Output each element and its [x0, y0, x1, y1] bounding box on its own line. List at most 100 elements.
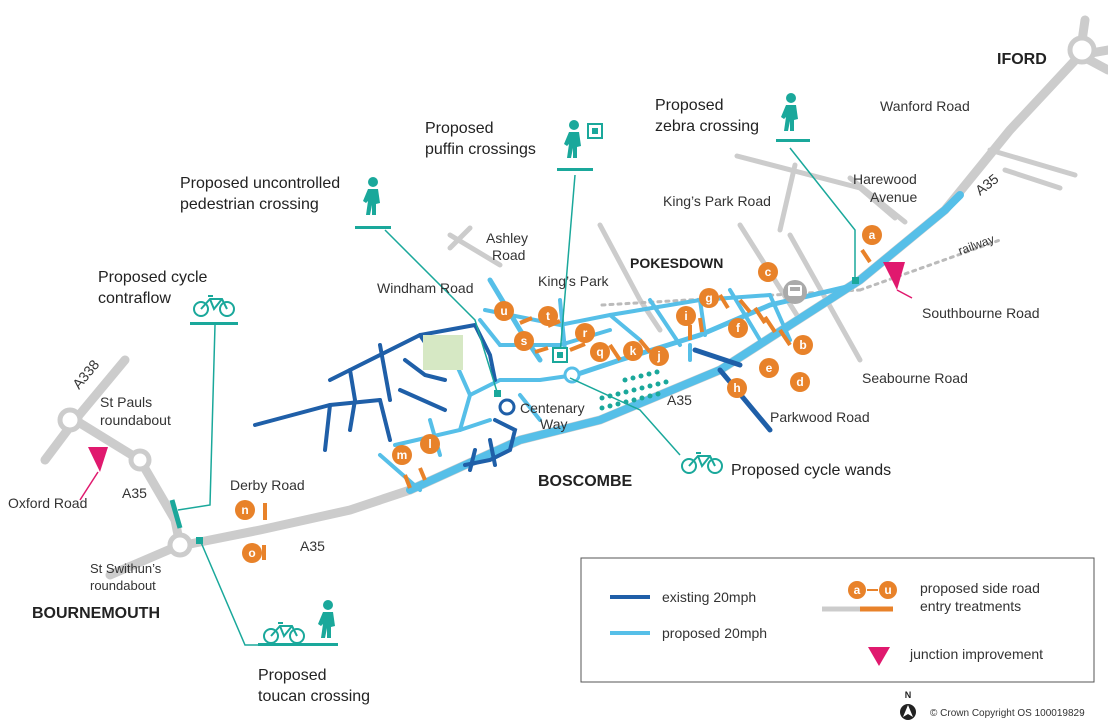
- road-label-centenary-2: Way: [540, 416, 567, 432]
- road-label-derby: Derby Road: [230, 477, 305, 493]
- junction-pointer: [79, 471, 99, 501]
- road-label-st-swithuns-2: roundabout: [90, 578, 156, 593]
- junction-pointer: [896, 289, 913, 299]
- road-label-oxford: Oxford Road: [8, 495, 87, 511]
- legend-existing-label: existing 20mph: [662, 589, 756, 605]
- road-label-ashley: Ashley: [486, 230, 528, 246]
- callout-puffin-crossings-2: puffin crossings: [425, 141, 536, 158]
- treatment-letter: m: [397, 448, 408, 462]
- treatment-marker-q: q: [590, 342, 610, 362]
- treatment-letter: f: [736, 321, 741, 335]
- road-label-windham: Windham Road: [377, 280, 474, 296]
- road-label-wanford: Wanford Road: [880, 98, 970, 114]
- treatment-letter: c: [765, 265, 772, 279]
- iford-roundabout: [1067, 35, 1097, 65]
- legend-junction-label: junction improvement: [909, 646, 1043, 662]
- callout-cycle-contraflow: Proposed cycle: [98, 269, 207, 286]
- treatment-letter: j: [656, 349, 660, 363]
- treatment-letter: e: [766, 361, 773, 375]
- rail-station-icon: [783, 280, 807, 304]
- north-arrow-icon: N: [900, 690, 916, 720]
- pedestrian-icon: [355, 177, 391, 229]
- treatment-marker-g: g: [699, 288, 719, 308]
- legend-side-road-label-2: entry treatments: [920, 598, 1021, 614]
- treatment-marker-e: e: [759, 358, 779, 378]
- legend-letter-from: a: [854, 583, 861, 597]
- treatment-marker-a: a: [862, 225, 882, 245]
- treatment-letter: r: [583, 326, 588, 340]
- treatment-letter: b: [799, 338, 806, 352]
- treatment-marker-b: b: [793, 335, 813, 355]
- treatment-marker-c: c: [758, 262, 778, 282]
- existing-20mph-roads: [253, 322, 773, 472]
- treatment-marker-h: h: [727, 378, 747, 398]
- legend-side-road-label: proposed side road: [920, 580, 1040, 596]
- road-label-railway: railway: [956, 232, 996, 258]
- callout-cycle-contraflow-2: contraflow: [98, 290, 171, 307]
- callout-underline: [258, 643, 338, 646]
- place-bournemouth: BOURNEMOUTH: [32, 605, 160, 622]
- treatment-letter: i: [684, 309, 687, 323]
- bicycle-icon: [190, 295, 238, 325]
- road-label-parkwood: Parkwood Road: [770, 409, 870, 425]
- place-pokesdown: POKESDOWN: [630, 255, 723, 271]
- north-label: N: [905, 690, 912, 700]
- junction-improvement-icon: [88, 447, 108, 472]
- treatment-letter: s: [521, 334, 528, 348]
- road-label-st-pauls-2: roundabout: [100, 412, 171, 428]
- legend-proposed-label: proposed 20mph: [662, 625, 767, 641]
- park-area: [423, 335, 463, 370]
- callout-cycle-wands: Proposed cycle wands: [731, 462, 891, 479]
- treatment-marker-j: j: [649, 346, 669, 366]
- road-label-southbourne: Southbourne Road: [922, 305, 1040, 321]
- road-label-a35-west: A35: [122, 485, 147, 501]
- treatment-letter: t: [546, 309, 550, 323]
- treatment-marker-i: i: [676, 306, 696, 326]
- road-label-ashley-2: Road: [492, 247, 525, 263]
- treatment-marker-l: l: [420, 434, 440, 454]
- treatment-marker-m: m: [392, 445, 412, 465]
- st-swithuns-roundabout: [167, 532, 193, 558]
- cycle-wands: [599, 369, 669, 411]
- legend-box: [580, 557, 1095, 683]
- pedestrian-icon: [557, 120, 593, 171]
- treatment-letter: h: [733, 381, 740, 395]
- treatment-marker-f: f: [728, 318, 748, 338]
- bicycle-icon: [263, 622, 305, 644]
- boscombe-roundabout: [498, 398, 516, 416]
- junction-improvement-icon: [883, 262, 905, 290]
- callout-toucan-crossing-2: toucan crossing: [258, 688, 370, 705]
- map-legend: existing 20mph proposed 20mph a u propos…: [580, 557, 1095, 683]
- road-label-a35-bottom: A35: [300, 538, 325, 554]
- treatment-letter: q: [596, 345, 603, 359]
- treatment-marker-n: n: [235, 500, 255, 520]
- road-label-kings-park-road: King’s Park Road: [663, 193, 771, 209]
- treatment-letter: a: [869, 228, 876, 242]
- crossing-markers: [169, 277, 859, 544]
- road-label-st-swithuns: St Swithun’s: [90, 561, 162, 576]
- road-label-harewood-2: Avenue: [870, 189, 917, 205]
- treatment-marker-r: r: [575, 323, 595, 343]
- place-iford: IFORD: [997, 51, 1047, 68]
- road-label-centenary: Centenary: [520, 400, 585, 416]
- treatment-marker-s: s: [514, 331, 534, 351]
- treatment-marker-k: k: [623, 341, 643, 361]
- treatment-marker-t: t: [538, 306, 558, 326]
- mini-roundabout: [128, 448, 152, 472]
- callout-toucan-crossing: Proposed: [258, 667, 327, 684]
- treatment-markers: a b c d e f g h i j k l m n o q r s t u: [235, 225, 882, 563]
- legend-letter-to: u: [884, 583, 891, 597]
- treatment-bars: [262, 248, 872, 560]
- treatment-letter: l: [428, 437, 431, 451]
- callout-uncontrolled-crossing: Proposed uncontrolled: [180, 175, 340, 192]
- bicycle-icon: [681, 452, 723, 474]
- pedestrian-icon: [318, 600, 335, 638]
- st-pauls-roundabout: [57, 407, 83, 433]
- treatment-marker-u: u: [494, 301, 514, 321]
- place-boscombe: BOSCOMBE: [538, 473, 633, 490]
- callout-uncontrolled-crossing-2: pedestrian crossing: [180, 196, 319, 213]
- roundabouts: [57, 35, 1097, 558]
- legend-junction-icon: [868, 647, 890, 666]
- road-label-st-pauls: St Pauls: [100, 394, 152, 410]
